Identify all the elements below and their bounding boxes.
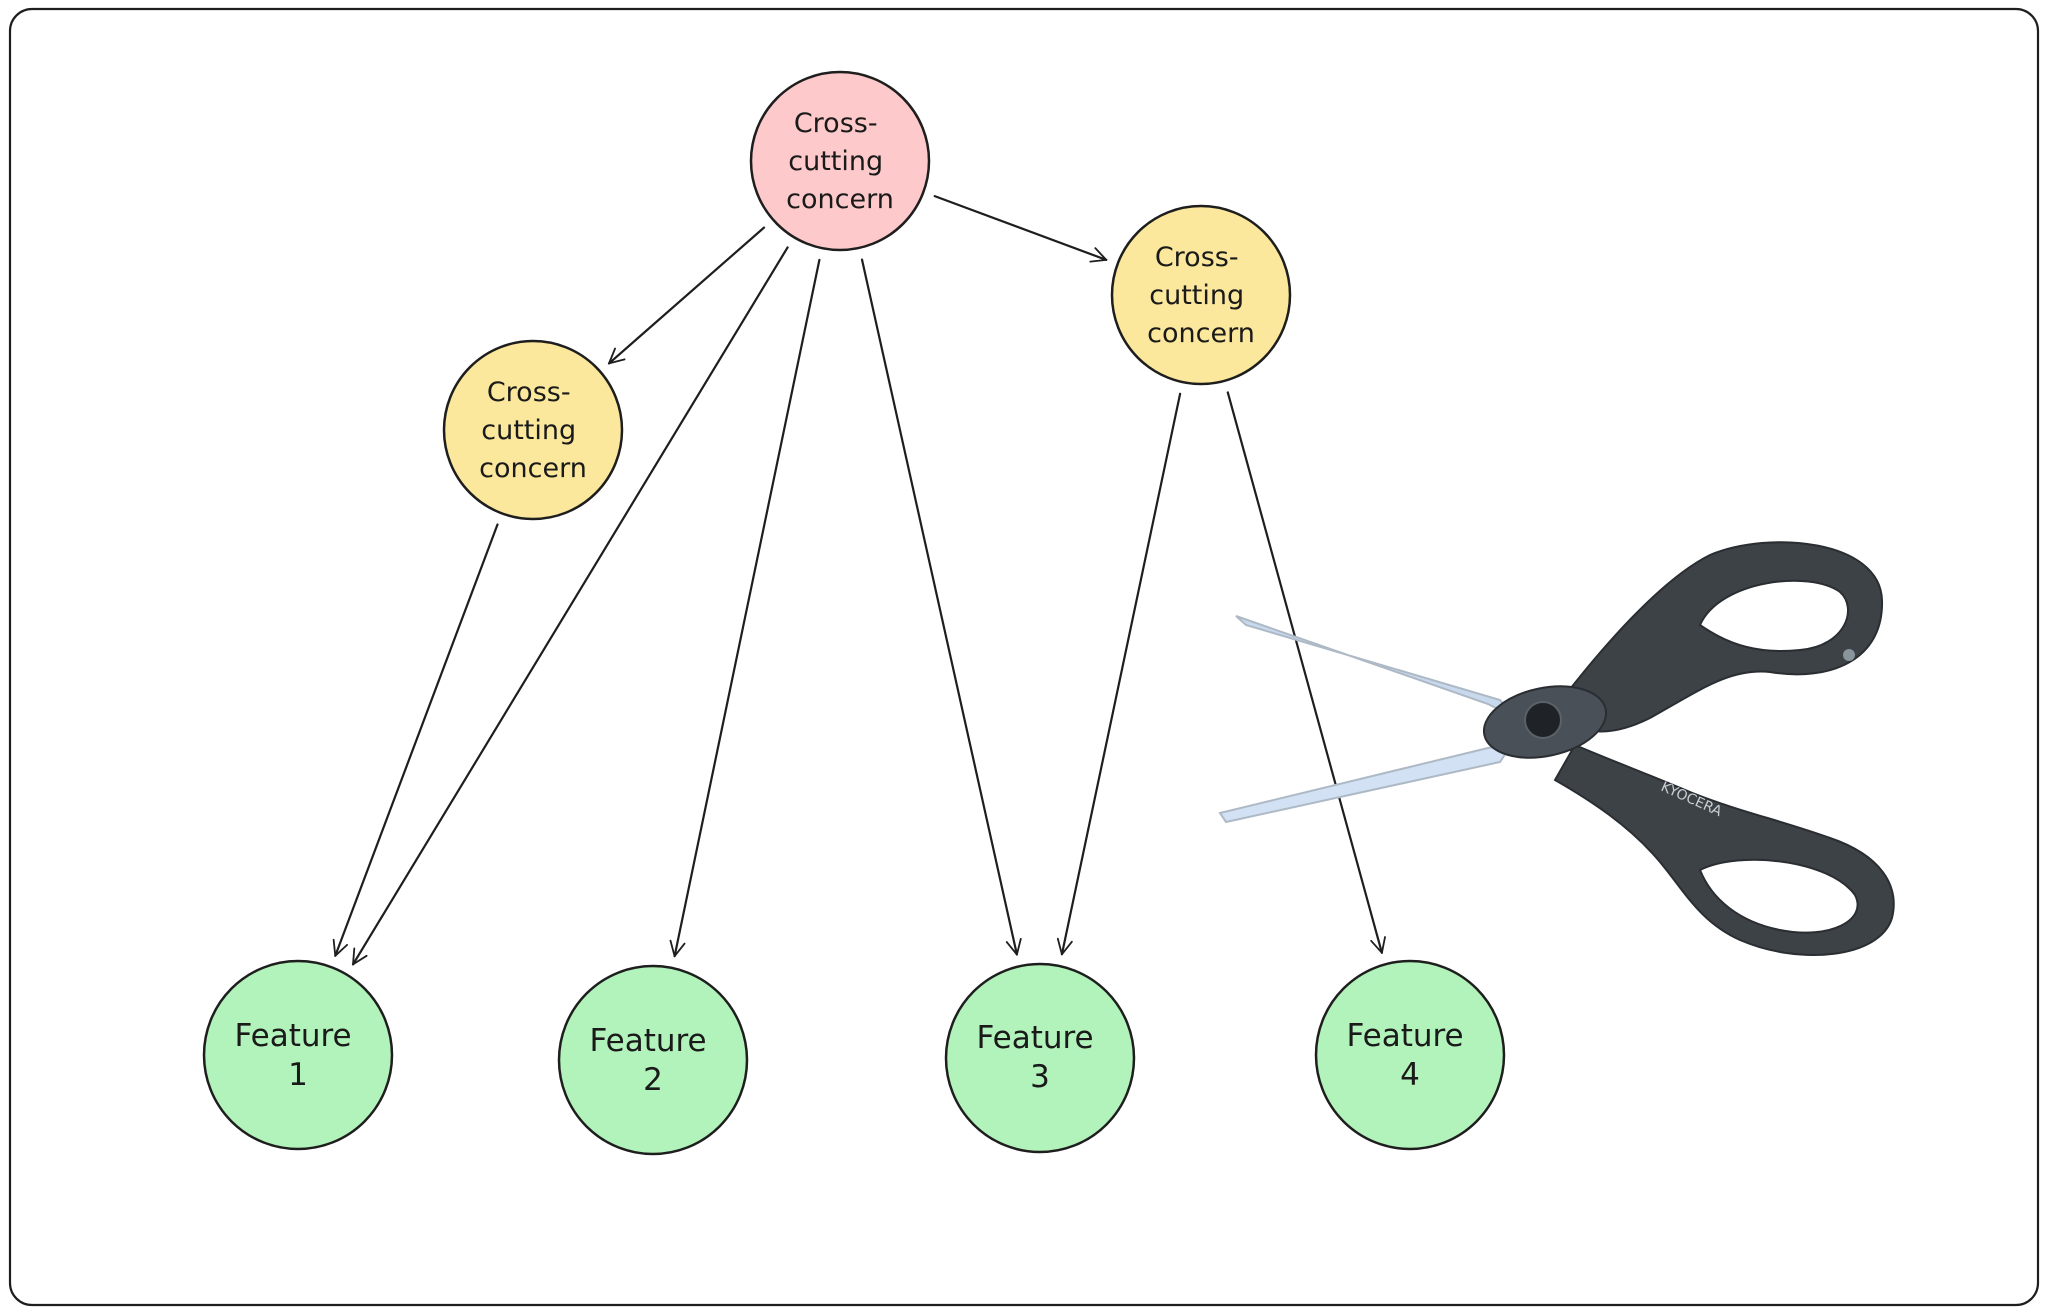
node-feature-1: Feature 1 bbox=[202, 959, 394, 1151]
arrow-top-to-f1 bbox=[351, 246, 789, 966]
node-cross-cutting-left: Cross- cutting concern bbox=[442, 339, 624, 521]
scissors-pivot-screw bbox=[1524, 701, 1562, 739]
node-label: Cross- cutting concern bbox=[1147, 242, 1255, 349]
arrow-left-to-f1 bbox=[332, 523, 499, 957]
arrow-right-to-f3 bbox=[1056, 392, 1182, 956]
scissors-icon: KYOCERA bbox=[1218, 541, 1895, 956]
diagram-frame bbox=[8, 7, 2040, 1307]
node-label: Feature 2 bbox=[589, 1023, 716, 1098]
scissors-upper-handle bbox=[1558, 541, 1884, 733]
node-cross-cutting-top: Cross- cutting concern bbox=[749, 70, 931, 252]
scissors-lower-handle bbox=[1553, 743, 1895, 956]
node-feature-4: Feature 4 bbox=[1314, 959, 1506, 1151]
arrow-top-to-right bbox=[933, 195, 1108, 263]
node-label: Feature 1 bbox=[234, 1018, 361, 1093]
node-feature-3: Feature 3 bbox=[944, 962, 1136, 1154]
node-cross-cutting-right: Cross- cutting concern bbox=[1110, 204, 1292, 386]
arrow-top-to-f3 bbox=[860, 258, 1022, 956]
node-label: Cross- cutting concern bbox=[786, 108, 894, 215]
node-feature-2: Feature 2 bbox=[557, 964, 749, 1156]
scissors-lower-blade bbox=[1218, 742, 1515, 824]
node-label: Feature 4 bbox=[1346, 1018, 1473, 1093]
arrow-right-to-f4 bbox=[1226, 391, 1386, 954]
node-label: Feature 3 bbox=[976, 1020, 1103, 1095]
node-label: Cross- cutting concern bbox=[479, 377, 587, 484]
arrow-top-to-left bbox=[607, 226, 766, 365]
scissors-handle-tip bbox=[1843, 649, 1855, 661]
scissors-upper-blade bbox=[1235, 615, 1513, 717]
edge-layer bbox=[332, 195, 1386, 966]
arrow-top-to-f2 bbox=[669, 258, 821, 958]
